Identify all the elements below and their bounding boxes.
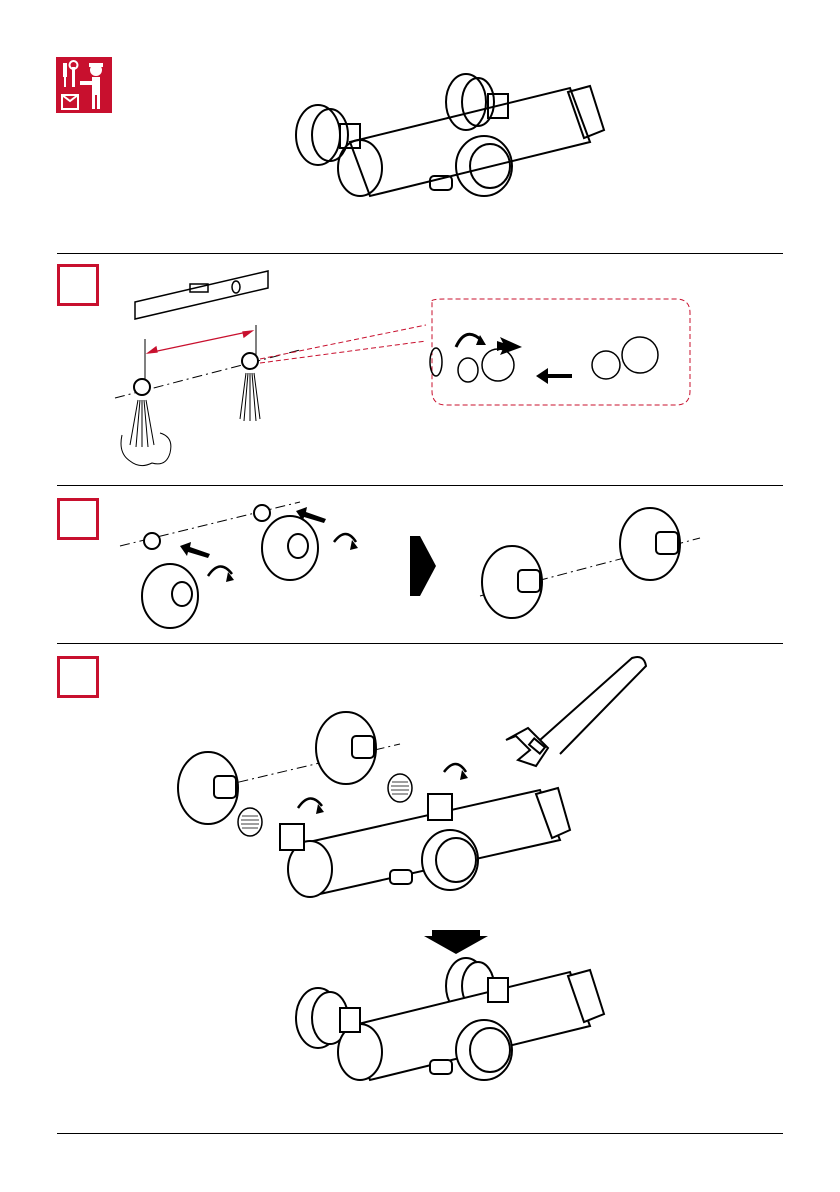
step-3-illustration (0, 644, 840, 1134)
spirit-level-icon (135, 271, 268, 319)
step-1-illustration (0, 255, 840, 485)
adjustable-wrench-icon (506, 657, 646, 766)
mixer-overview-illustration (0, 0, 840, 250)
footer-divider (57, 1133, 783, 1134)
section-divider (57, 253, 783, 254)
step-2-illustration (0, 486, 840, 642)
